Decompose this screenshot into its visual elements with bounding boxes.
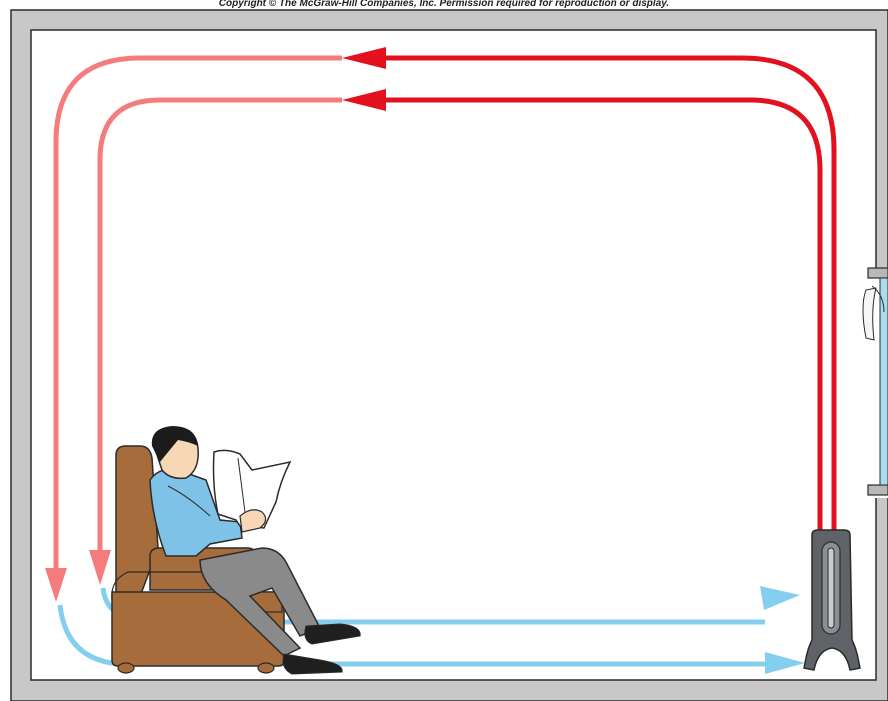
outer-cool-down-arrowhead (45, 568, 67, 602)
outer-air-current (45, 47, 837, 674)
person-reading-icon (149, 426, 361, 675)
copyright-notice: Copyright © The McGraw-Hill Companies, I… (218, 0, 670, 9)
outer-cool-arrowhead (765, 652, 805, 674)
newspaper-icon (212, 449, 292, 529)
window-icon (862, 267, 888, 498)
outer-warm-arrowhead (342, 47, 386, 69)
radiator-icon (803, 529, 861, 671)
inner-warm-arrowhead (342, 89, 386, 111)
inner-cool-down-arrowhead (89, 550, 111, 585)
inner-cool-arrowhead (760, 586, 800, 610)
